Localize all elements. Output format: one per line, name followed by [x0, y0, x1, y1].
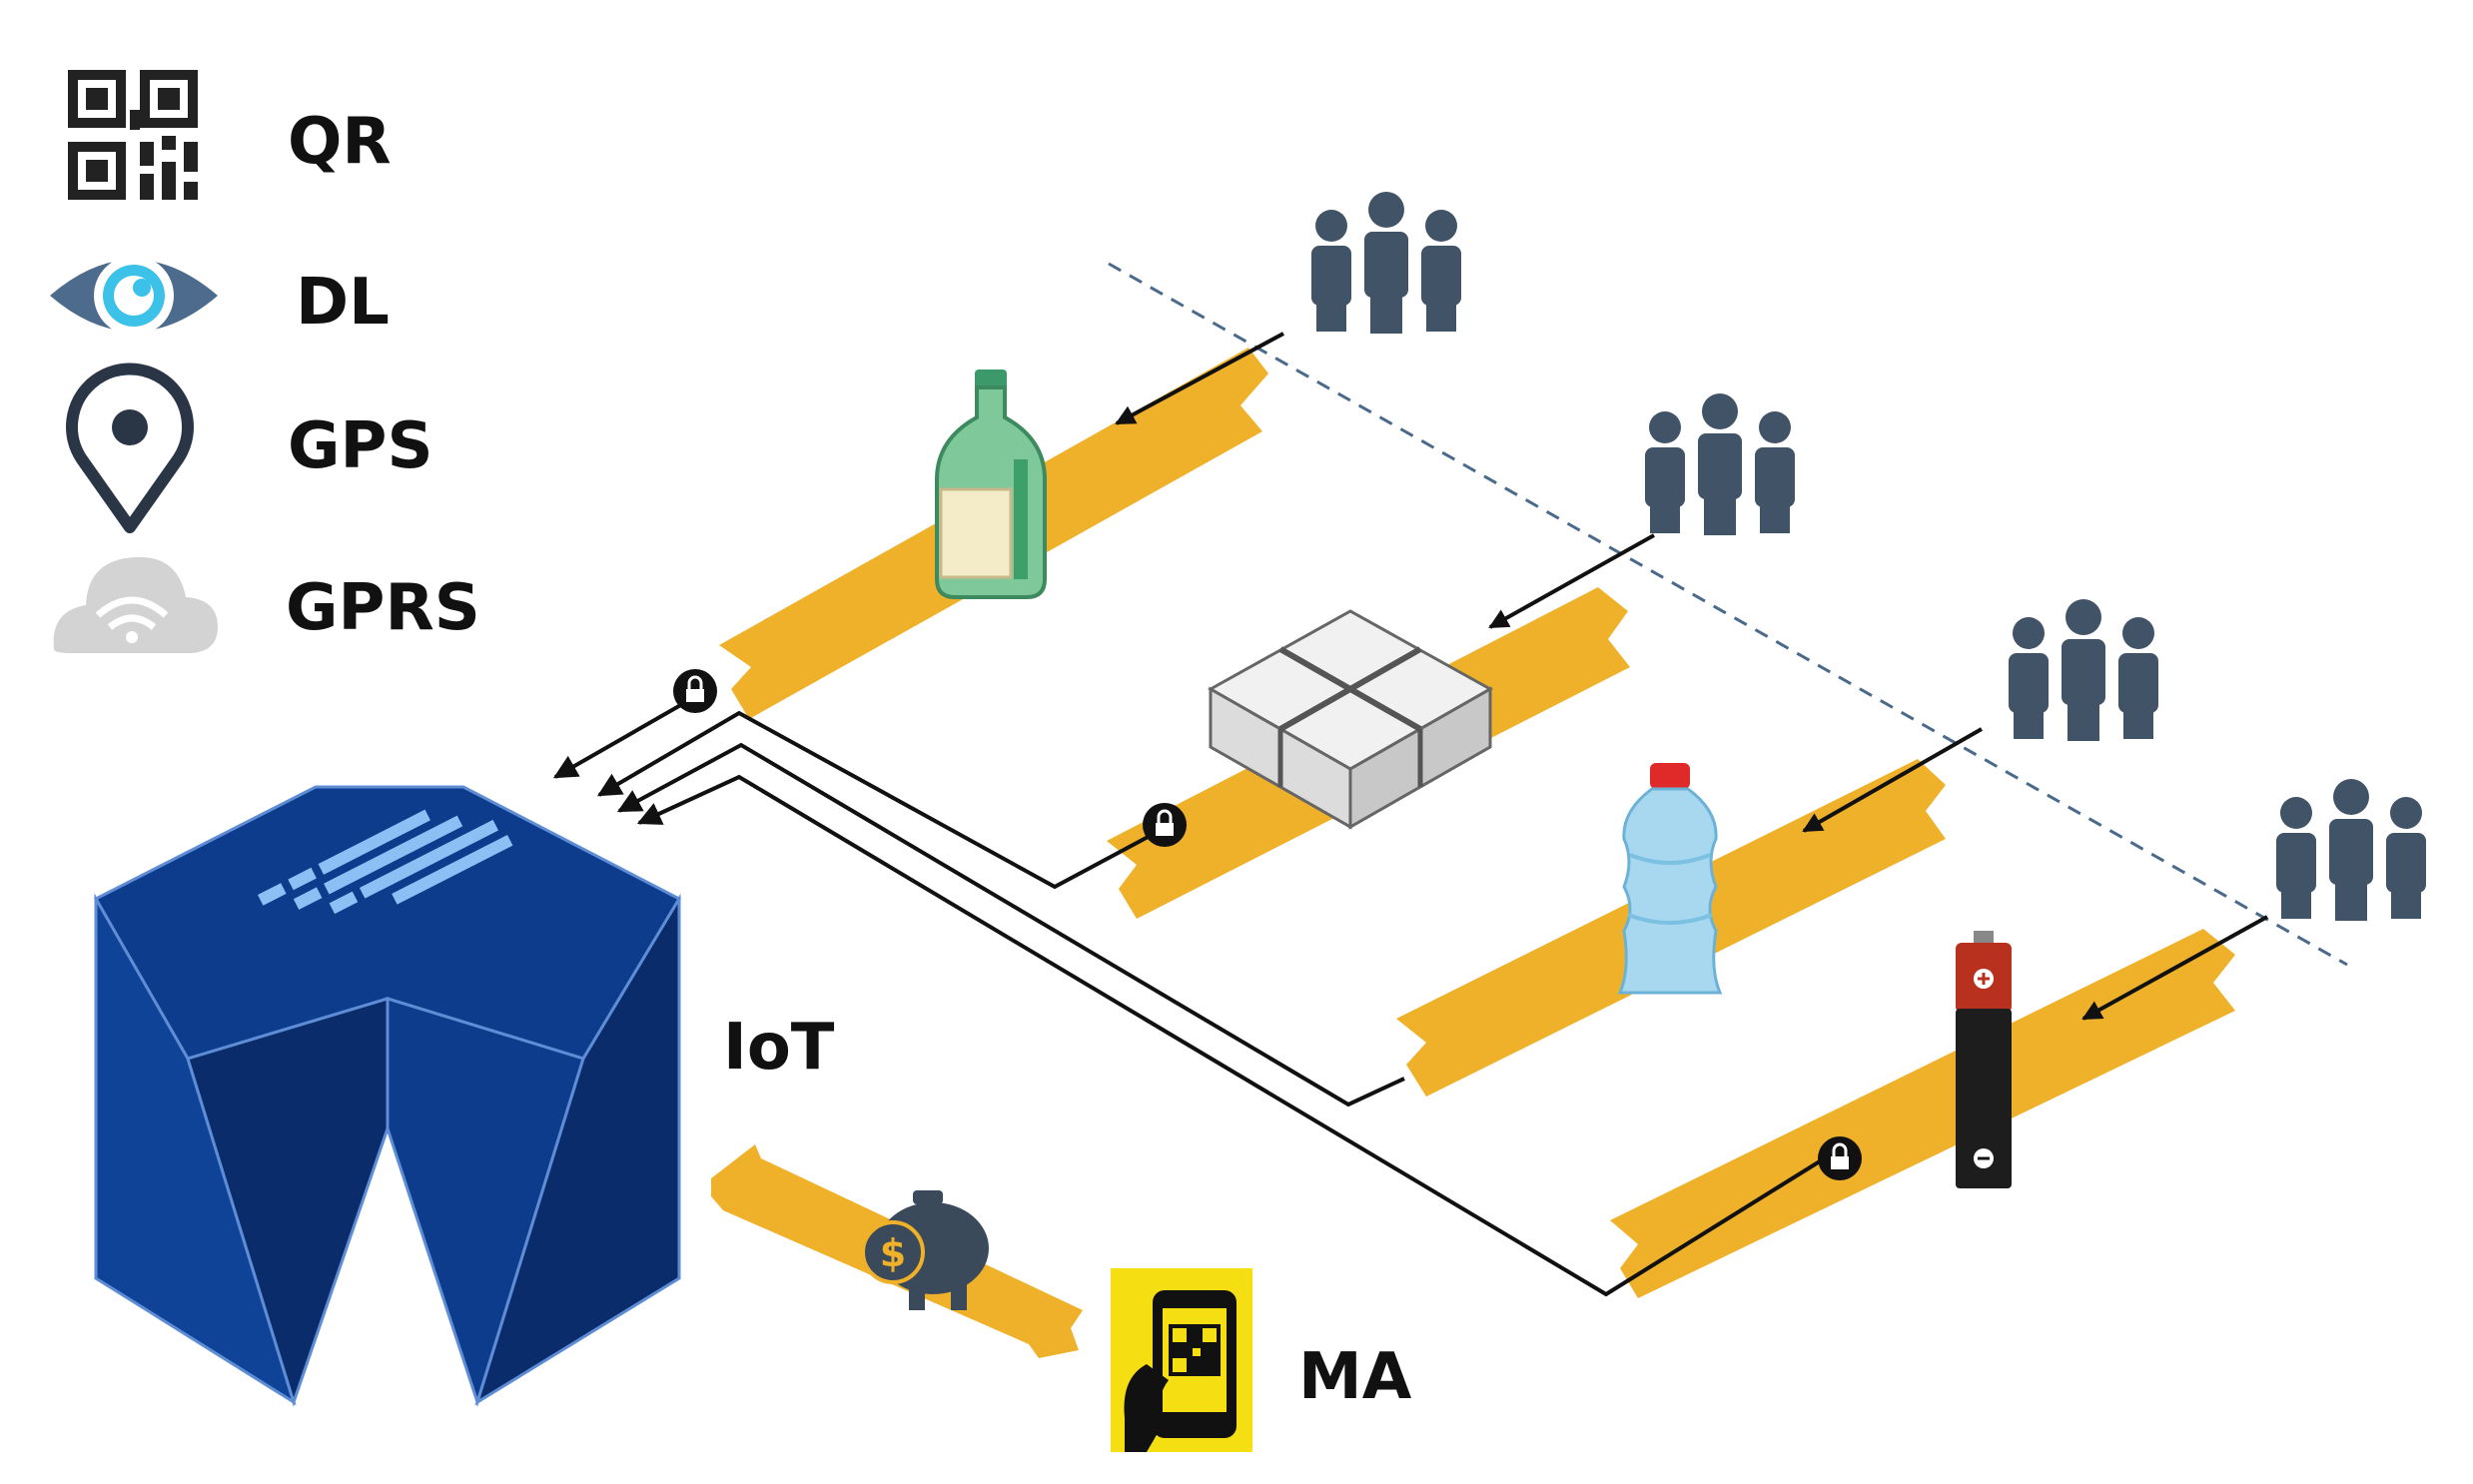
lock-icon: [1818, 1136, 1862, 1180]
people-group-icon: [2009, 599, 2158, 741]
people-group-icon: [1311, 192, 1461, 334]
people-group-icon: [2276, 779, 2426, 921]
svg-text:$: $: [880, 1231, 906, 1275]
location-pin-icon: [66, 363, 194, 533]
legend-label-gprs: GPRS: [286, 571, 480, 645]
lock-icon: [1143, 803, 1187, 847]
legend-label-dl: DL: [296, 266, 390, 340]
phone-qr-scan-icon: [1111, 1268, 1252, 1452]
legend-label-gps: GPS: [288, 409, 433, 483]
cloud-wifi-icon: [53, 556, 218, 653]
piggy-bank-dollar-icon: $: [861, 1190, 989, 1310]
collection-boundary-line: [1108, 262, 2348, 967]
eye-icon: [50, 256, 218, 336]
qr-code-icon: [68, 70, 198, 200]
plastic-bottle-icon: [1617, 763, 1723, 995]
ma-label: MA: [1298, 1340, 1412, 1414]
conveyor-belt-battery: [1610, 929, 2235, 1298]
legend-label-qr: QR: [288, 105, 392, 179]
iot-server-building: [93, 785, 682, 1407]
lock-icon: [673, 669, 717, 713]
iot-label: IoT: [723, 1011, 835, 1085]
battery-icon: [1956, 931, 2012, 1188]
belt-input-arrows: [1115, 332, 2268, 1021]
glass-bottle-icon: [935, 370, 1047, 599]
people-group-icon: [1645, 393, 1795, 535]
cardboard-box-icon: [1207, 609, 1494, 830]
